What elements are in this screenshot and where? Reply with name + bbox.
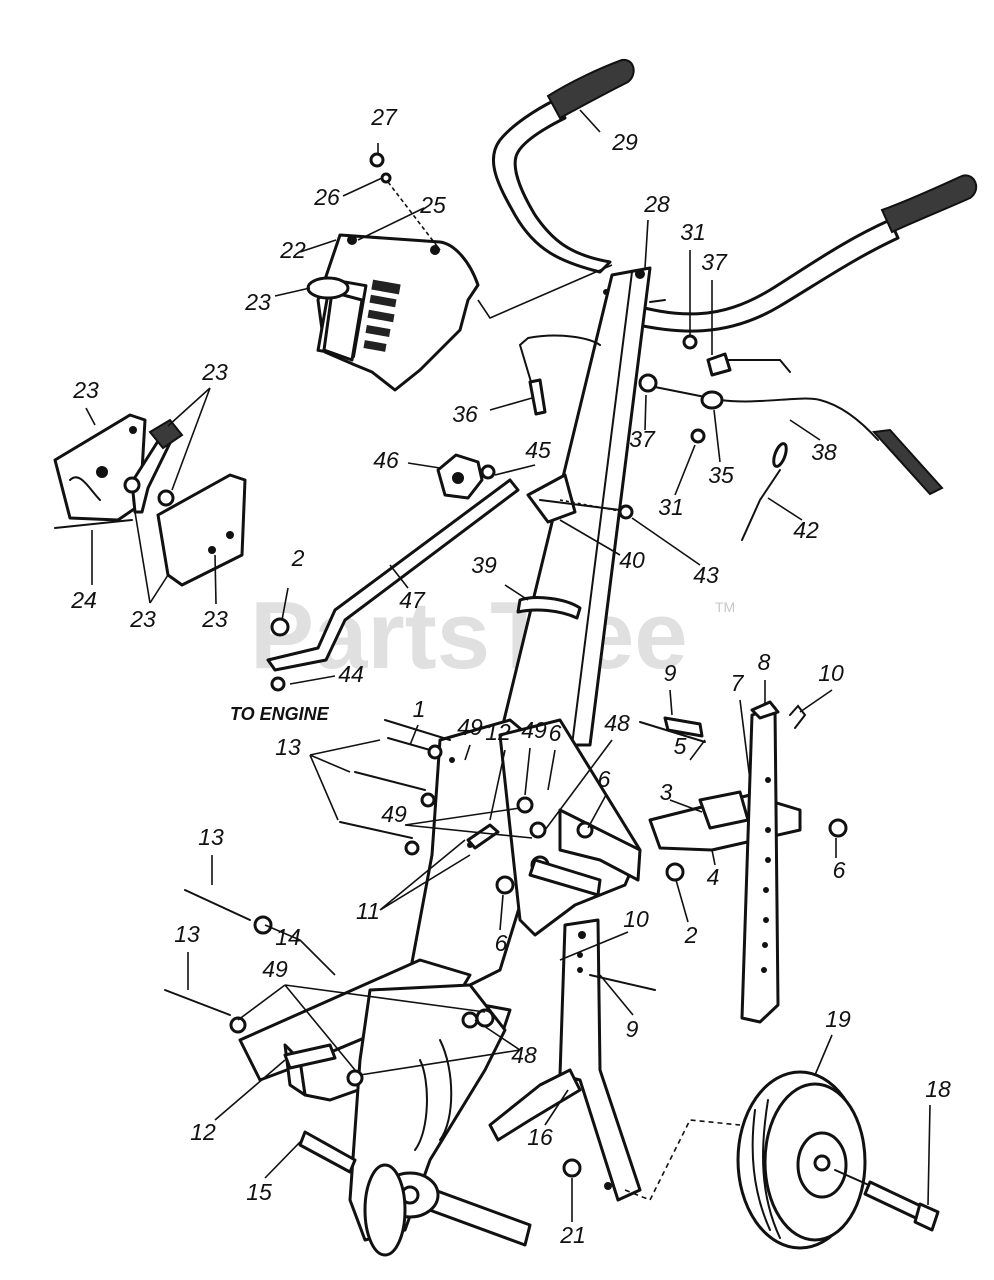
callout-c6a: 6	[549, 720, 562, 746]
callout-c49c: 49	[381, 801, 407, 827]
callout-c23a: 23	[244, 289, 271, 315]
callout-c7: 7	[731, 670, 745, 696]
callout-c6b: 6	[598, 766, 611, 792]
callout-c6c: 6	[833, 857, 846, 883]
callout-c48a: 48	[604, 710, 630, 736]
callout-c8: 8	[758, 649, 771, 675]
callout-c1: 1	[413, 696, 426, 722]
callout-c49a: 49	[457, 714, 483, 740]
callout-c27: 27	[370, 104, 398, 130]
callout-c5: 5	[674, 733, 687, 759]
depth-adjust	[436, 453, 634, 524]
callout-c47: 47	[399, 587, 426, 613]
left-handle-grip	[546, 58, 635, 120]
callout-c23b: 23	[72, 377, 99, 403]
callout-c19: 19	[825, 1006, 851, 1032]
callout-c45: 45	[525, 437, 551, 463]
tine-shaft	[298, 1130, 532, 1257]
callout-c13a: 13	[275, 734, 301, 760]
callout-c38: 38	[811, 439, 837, 465]
callout-c43: 43	[693, 562, 719, 588]
callout-c25: 25	[419, 192, 446, 218]
shift-lever-grip	[148, 418, 184, 450]
callout-c13b: 13	[198, 824, 224, 850]
watermark-text: PartsTree	[250, 582, 688, 689]
callout-c16: 16	[527, 1124, 553, 1150]
callout-c35: 35	[708, 462, 734, 488]
callout-c13c: 13	[174, 921, 200, 947]
callout-c18: 18	[925, 1076, 951, 1102]
callout-c29: 29	[611, 129, 638, 155]
callout-c15: 15	[246, 1179, 272, 1205]
callout-c39: 39	[471, 552, 497, 578]
handlebar	[491, 58, 978, 333]
callout-c21: 21	[559, 1222, 586, 1248]
callout-c49d: 49	[262, 956, 288, 982]
callout-c49b: 49	[521, 717, 547, 743]
callout-c12b: 12	[190, 1119, 216, 1145]
left-control-bracket	[53, 413, 147, 529]
callout-c9a: 9	[664, 660, 677, 686]
callout-c31a: 31	[680, 219, 706, 245]
control-console	[306, 152, 613, 392]
callout-c2b: 2	[684, 922, 698, 948]
watermark-tm: TM	[715, 599, 735, 615]
transport-wheel	[624, 1070, 940, 1250]
callout-c42: 42	[793, 517, 819, 543]
callout-c11: 11	[356, 898, 380, 924]
callout-c12a: 12	[485, 719, 511, 745]
callout-c44: 44	[338, 661, 364, 687]
callout-c14: 14	[275, 924, 301, 950]
callout-c31b: 31	[658, 494, 684, 520]
callout-c6d: 6	[495, 930, 508, 956]
callout-c24: 24	[70, 587, 97, 613]
callout-c36: 36	[452, 401, 478, 427]
depth-stake	[639, 700, 848, 1024]
to-engine-note: TO ENGINE	[230, 704, 330, 724]
callout-c46: 46	[373, 447, 399, 473]
throttle-rod	[518, 299, 944, 541]
callout-c23e: 23	[201, 606, 228, 632]
callout-c28: 28	[643, 191, 670, 217]
callout-c37b: 37	[629, 426, 656, 452]
engine-rod	[266, 478, 520, 692]
callout-c40: 40	[619, 547, 645, 573]
callout-c22: 22	[279, 237, 306, 263]
right-handle-grip	[880, 174, 978, 234]
callout-c23d: 23	[129, 606, 156, 632]
callout-c4: 4	[707, 864, 720, 890]
callout-c10b: 10	[623, 906, 649, 932]
callout-c3: 3	[660, 779, 673, 805]
throttle-knob	[306, 276, 350, 300]
callout-c2a: 2	[291, 545, 305, 571]
frame-hardware	[164, 719, 602, 1087]
callout-c26: 26	[313, 184, 340, 210]
callout-c10a: 10	[818, 660, 844, 686]
callout-c48b: 48	[511, 1042, 537, 1068]
callout-c23c: 23	[201, 359, 228, 385]
leader-lines	[85, 109, 931, 1222]
callout-c37a: 37	[701, 249, 728, 275]
shift-lever	[123, 418, 184, 514]
callout-c9b: 9	[626, 1016, 639, 1042]
tube-clamp	[516, 596, 582, 620]
